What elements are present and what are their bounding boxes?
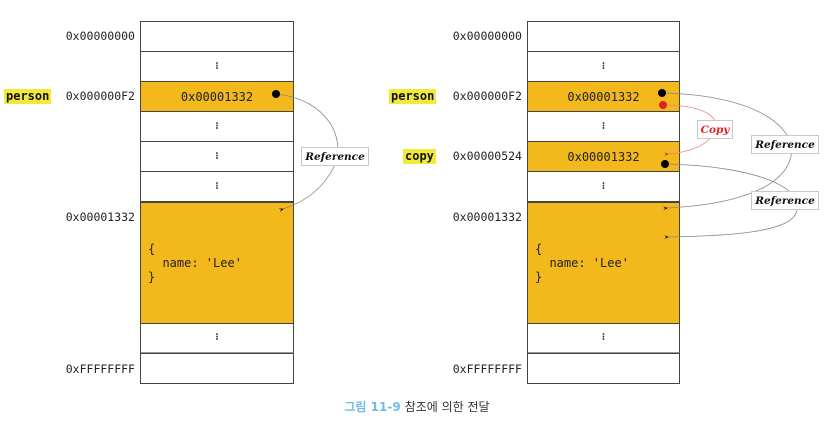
address-label: 0x000000F2 [452, 89, 522, 103]
address-label: 0x00001332 [452, 210, 522, 224]
memory-cell-ellipsis: ⁝ [527, 171, 680, 202]
variable-copy-label: copy [403, 149, 436, 164]
reference-arrow-copy [664, 163, 798, 239]
address-label: 0x000000F2 [65, 89, 135, 103]
variable-person-label: person [4, 89, 52, 104]
memory-cell-object: { name: 'Lee' } [140, 202, 294, 324]
memory-cell [527, 353, 680, 384]
address-label: 0x00001332 [65, 210, 135, 224]
memory-cell-ellipsis: ⁝ [140, 171, 294, 202]
address-label: 0xFFFFFFFF [65, 362, 135, 376]
person-value: 0x00001332 [567, 89, 640, 104]
pointer-dot [272, 90, 280, 98]
pointer-dot [661, 160, 669, 168]
figure-number: 그림 11-9 [344, 400, 401, 414]
copy-label: Copy [697, 120, 733, 139]
address-label: 0x00000524 [452, 149, 522, 163]
address-label: 0xFFFFFFFF [452, 362, 522, 376]
memory-cell [527, 21, 680, 52]
reference-label: Reference [751, 191, 819, 210]
figure-title: 참조에 의한 전달 [404, 400, 490, 414]
address-label: 0x00000000 [65, 29, 135, 43]
address-label: 0x00000000 [452, 29, 522, 43]
memory-cell-ellipsis: ⁝ [527, 51, 680, 82]
memory-cell-ellipsis: ⁝ [527, 111, 680, 142]
pointer-dot [658, 89, 666, 97]
person-value: 0x00001332 [180, 89, 254, 104]
object-literal: { name: 'Lee' } [535, 242, 629, 284]
variable-person-label: person [389, 89, 437, 104]
copy-value: 0x00001332 [567, 149, 640, 164]
reference-label: Reference [301, 147, 369, 166]
reference-label: Reference [751, 135, 819, 154]
reference-arrow-person [661, 92, 792, 211]
object-literal: { name: 'Lee' } [148, 242, 242, 284]
memory-cell [140, 353, 294, 384]
memory-cell-object: { name: 'Lee' } [527, 202, 680, 324]
copy-dot [659, 101, 667, 109]
